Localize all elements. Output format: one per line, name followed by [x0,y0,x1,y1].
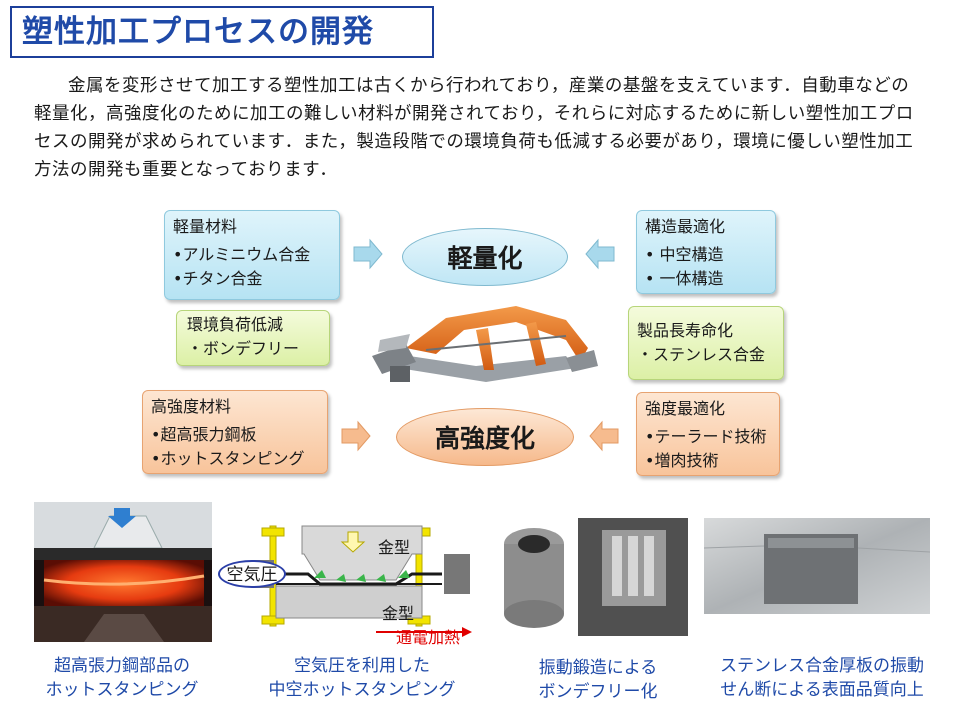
strength-materials-heading: 高強度材料 [151,397,232,416]
caption-line: 空気圧を利用した [294,656,430,676]
env-load-heading: 環境負荷低減 [187,315,284,334]
structure-opt-box: 構造最適化 • 中空構造 • 一体構造 [636,210,776,294]
long-life-item: ・ステンレス合金 [637,345,766,364]
caption-hot-stamping: 超高張力鋼部品の ホットスタンピング [22,654,222,702]
hot-stamping-photo [34,502,212,642]
strength-opt-item: •増肉技術 [645,451,719,470]
structure-opt-item: • 中空構造 [645,245,724,264]
page-title: 塑性加工プロセスの開発 [10,6,434,58]
arrow-left-icon [585,238,615,270]
car-body-image [372,306,598,382]
strength-materials-item: •ホットスタンピング [151,449,305,468]
light-materials-box: 軽量材料 •アルミニウム合金 •チタン合金 [164,210,340,300]
vibration-forging-photo [494,514,688,640]
caption-line: 振動鍛造による [538,658,658,678]
air-pressure-label: 空気圧 [218,560,286,588]
light-materials-item: •チタン合金 [173,269,263,288]
current-heat-label: 通電加熱 [396,628,461,647]
strength-materials-box: 高強度材料 •超高張力鋼板 •ホットスタンピング [142,390,328,474]
caption-line: ステンレス合金厚板の振動 [720,656,924,676]
caption-line: 中空ホットスタンピング [268,680,456,700]
die-bottom-label: 金型 [382,604,415,623]
shear-surface-photo [704,518,930,614]
lightweight-ellipse: 軽量化 [402,228,568,286]
structure-opt-heading: 構造最適化 [645,217,726,236]
die-top-label: 金型 [378,538,411,557]
arrow-right-icon [341,420,371,452]
long-life-box: 製品長寿命化 ・ステンレス合金 [628,306,784,380]
caption-line: せん断による表面品質向上 [720,680,924,700]
env-load-item: ・ボンデフリー [187,339,300,358]
caption-hollow-stamping: 空気圧を利用した 中空ホットスタンピング [246,654,478,702]
light-materials-item: •アルミニウム合金 [173,245,311,264]
caption-line: ボンデフリー化 [538,682,658,702]
arrow-left-icon [589,420,619,452]
strength-opt-item: •テーラード技術 [645,427,767,446]
env-load-box: 環境負荷低減 ・ボンデフリー [176,310,330,366]
caption-vibration-forging: 振動鍛造による ボンデフリー化 [510,656,686,704]
structure-opt-item: • 一体構造 [645,269,724,288]
arrow-down-icon [340,531,366,553]
intro-paragraph: 金属を変形させて加工する塑性加工は古くから行われており，産業の基盤を支えています… [34,76,914,180]
strength-opt-heading: 強度最適化 [645,399,726,418]
long-life-heading: 製品長寿命化 [637,321,734,340]
caption-shear-quality: ステンレス合金厚板の振動 せん断による表面品質向上 [694,654,950,702]
light-materials-heading: 軽量材料 [173,217,238,236]
strength-materials-item: •超高張力鋼板 [151,425,257,444]
caption-line: 超高張力鋼部品の [54,656,190,676]
strength-opt-box: 強度最適化 •テーラード技術 •増肉技術 [636,392,780,476]
high-strength-ellipse: 高強度化 [396,408,574,466]
arrow-right-icon [353,238,383,270]
caption-line: ホットスタンピング [45,680,199,700]
